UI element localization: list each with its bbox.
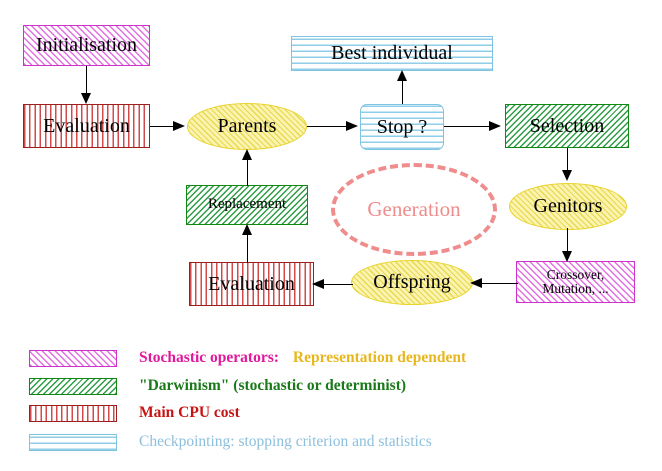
arrowhead-stop-to-selection — [489, 121, 501, 131]
edge-offspring-to-evaluation — [317, 284, 353, 285]
arrowhead-stop-to-best-individual — [397, 70, 407, 81]
node-offspring-label: Offspring — [373, 271, 451, 293]
node-replacement-label: Replacement — [207, 196, 287, 213]
node-evaluation-top: Evaluation — [23, 104, 150, 148]
edge-crossover-to-offspring — [476, 283, 518, 284]
arrowhead-crossover-to-offspring — [470, 278, 482, 288]
node-evaluation-bottom-label: Evaluation — [208, 272, 295, 295]
node-best-individual: Best individual — [291, 36, 493, 71]
node-crossover-mutation: Crossover, Mutation, ... — [516, 261, 635, 303]
edge-initialisation-to-evaluation — [86, 66, 87, 98]
legend-label-main-cpu-cost: Main CPU cost — [139, 404, 240, 421]
node-selection-label: Selection — [529, 114, 605, 137]
node-genitors: Genitors — [509, 183, 627, 230]
arrowhead-offspring-to-evaluation — [312, 279, 324, 289]
node-evaluation-bottom: Evaluation — [189, 262, 314, 306]
node-replacement: Replacement — [186, 185, 308, 225]
arrowhead-selection-to-genitors — [562, 170, 572, 181]
edge-stop-to-selection — [444, 126, 494, 127]
node-initialisation-label: Initialisation — [35, 34, 138, 56]
legend-row-cpu-cost: Main CPU cost — [29, 404, 240, 422]
legend-swatch-red-stripes — [29, 404, 117, 422]
arrowhead-initialisation-to-evaluation — [81, 93, 91, 104]
node-stop-label: Stop ? — [376, 115, 428, 138]
arrowhead-evaluation-to-parents — [173, 121, 185, 131]
node-stop: Stop ? — [360, 104, 444, 150]
legend-text-representation-dependent: Representation dependent — [292, 349, 467, 366]
node-generation-label: Generation — [367, 197, 461, 222]
legend-swatch-blue-stripes — [29, 433, 117, 451]
node-parents: Parents — [187, 103, 307, 150]
edge-evaluation-to-replacement — [247, 232, 248, 263]
legend-label-stochastic-operators: Stochastic operators: Representation depe… — [139, 349, 466, 367]
legend-label-checkpointing: Checkpointing: stopping criterion and st… — [139, 433, 432, 450]
edge-parents-to-stop — [307, 126, 354, 127]
legend-swatch-green-hatch — [29, 377, 117, 395]
edge-selection-to-genitors — [567, 148, 568, 178]
node-parents-label: Parents — [217, 115, 277, 137]
node-best-individual-label: Best individual — [331, 42, 453, 64]
edge-stop-to-best-individual — [402, 78, 403, 104]
legend-row-darwinism: "Darwinism" (stochastic or determinist) — [29, 377, 406, 395]
arrowhead-parents-to-stop — [346, 121, 358, 131]
legend-row-checkpointing: Checkpointing: stopping criterion and st… — [29, 433, 432, 451]
legend-swatch-magenta-hatch — [29, 349, 117, 367]
legend-text-stochastic: Stochastic operators: — [139, 349, 279, 366]
arrowhead-genitors-to-crossover — [562, 251, 572, 262]
edge-genitors-to-crossover — [567, 228, 568, 256]
arrowhead-replacement-to-parents — [242, 149, 252, 160]
node-offspring: Offspring — [351, 260, 473, 305]
edge-replacement-to-parents — [247, 157, 248, 186]
arrowhead-evaluation-to-replacement — [242, 224, 252, 235]
node-genitors-label: Genitors — [533, 195, 603, 217]
node-evaluation-top-label: Evaluation — [43, 114, 130, 137]
node-generation: Generation — [331, 163, 497, 256]
node-crossover-mutation-label: Crossover, Mutation, ... — [542, 266, 609, 296]
node-initialisation: Initialisation — [23, 25, 150, 66]
legend-label-darwinism: "Darwinism" (stochastic or determinist) — [139, 377, 407, 394]
edge-evaluation-to-parents — [150, 126, 180, 127]
node-selection: Selection — [505, 104, 629, 148]
legend-row-stochastic: Stochastic operators: Representation depe… — [29, 349, 466, 367]
